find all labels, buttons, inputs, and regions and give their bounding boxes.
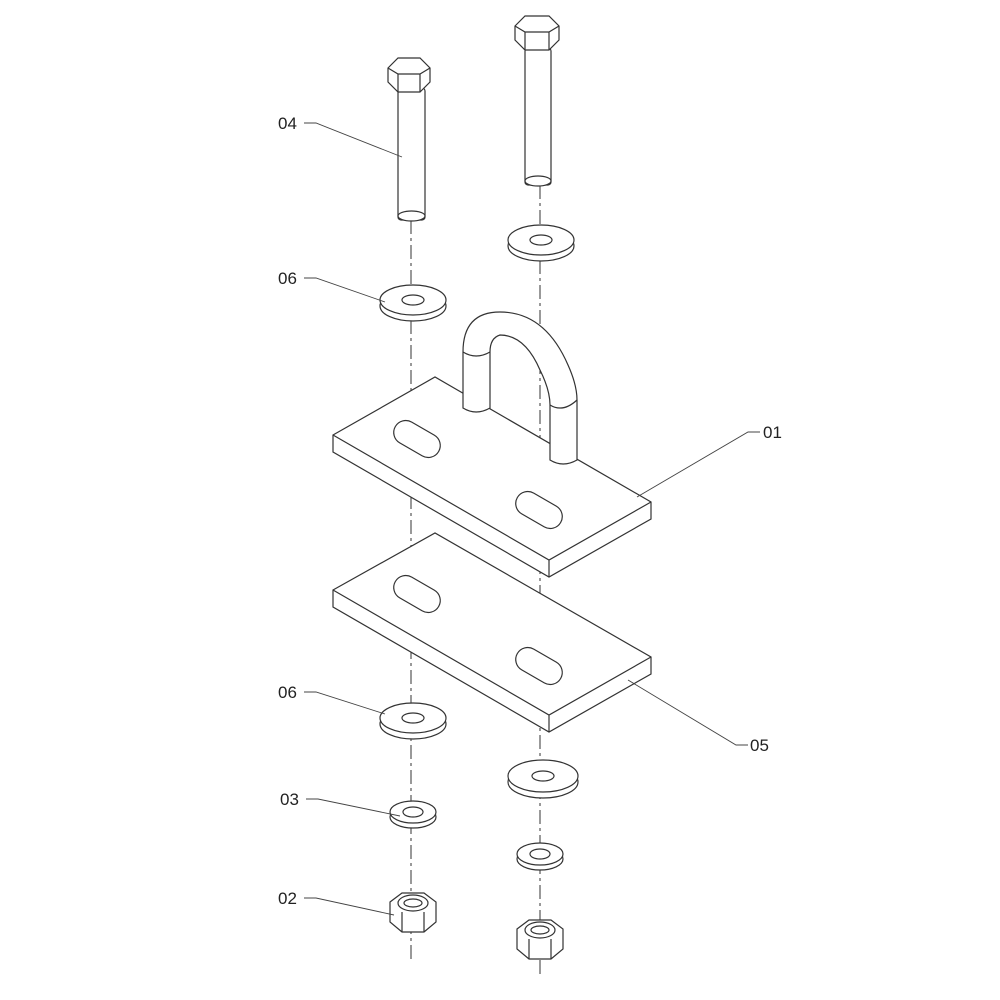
- label-lock-washer: 03: [280, 790, 299, 809]
- label-bolt: 04: [278, 114, 297, 133]
- washer-left-bottom: [379, 702, 447, 740]
- label-washer-top: 06: [278, 269, 297, 288]
- washer-right-bottom: [507, 759, 579, 799]
- label-upper-plate: 01: [763, 423, 782, 442]
- label-washer-bottom: 06: [278, 683, 297, 702]
- lock-washer-left: [389, 800, 437, 829]
- lock-washer-right: [516, 842, 564, 871]
- washer-left-top: [379, 284, 447, 322]
- washer-right-top: [507, 224, 575, 262]
- label-lower-plate: 05: [750, 736, 769, 755]
- nut-left: [389, 892, 437, 933]
- lower-plate: [332, 532, 652, 733]
- upper-plate-with-u-bolt: [332, 311, 652, 578]
- left-bolt: [387, 57, 431, 222]
- label-nut: 02: [278, 889, 297, 908]
- right-bolt: [514, 15, 560, 187]
- nut-right: [516, 919, 564, 960]
